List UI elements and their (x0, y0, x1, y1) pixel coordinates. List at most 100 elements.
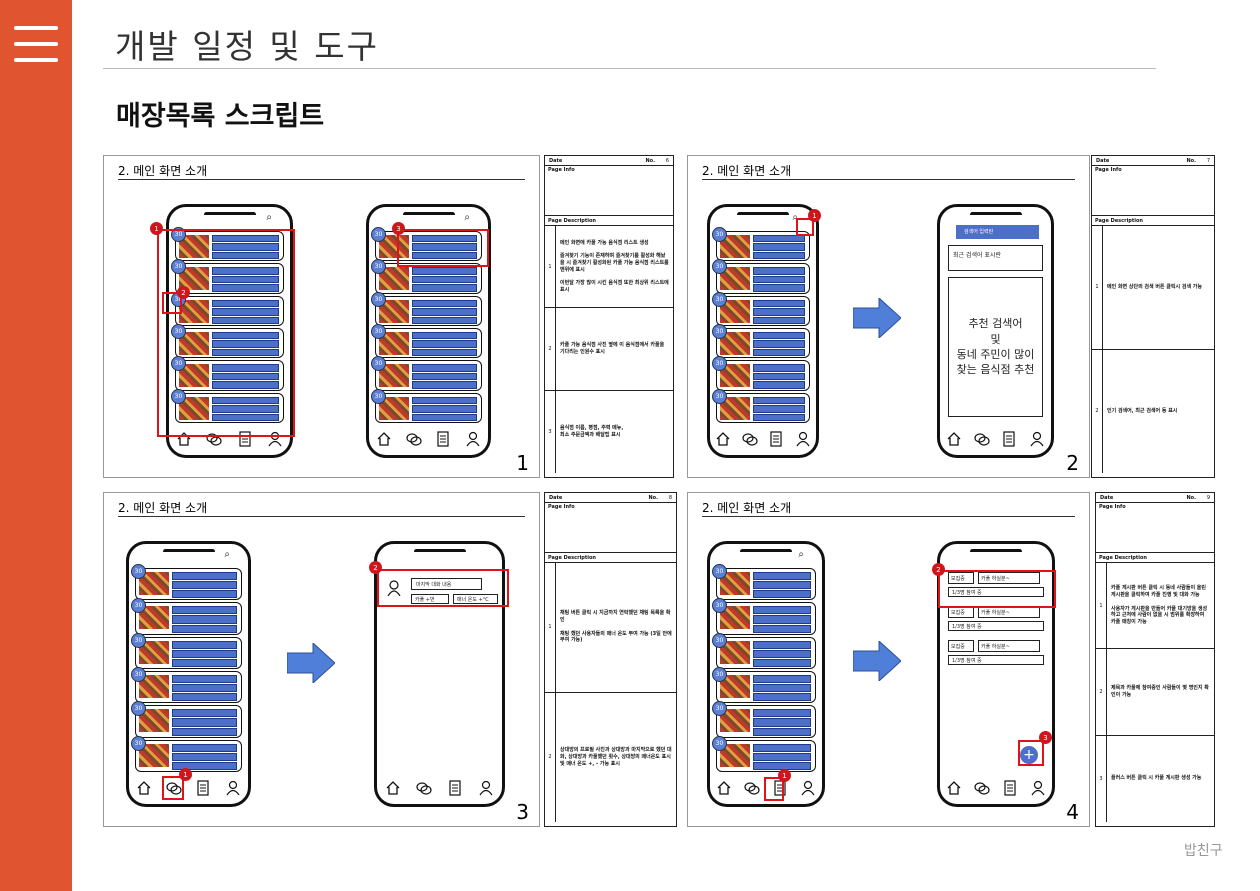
waiting-count-badge: 30 (371, 324, 386, 339)
restaurant-row[interactable]: 30 (131, 701, 242, 738)
highlight-search (796, 218, 814, 236)
manner-temp[interactable]: 매너 온도 +°C (453, 594, 498, 604)
restaurant-row[interactable]: 30 (131, 632, 242, 669)
chat-icon[interactable] (406, 431, 422, 447)
text-placeholder (172, 615, 237, 624)
profile-icon[interactable] (478, 780, 494, 796)
text-placeholder (753, 396, 805, 405)
chat-icon[interactable] (744, 780, 760, 796)
waiting-count-badge: 30 (131, 632, 146, 648)
home-icon[interactable] (136, 780, 152, 796)
restaurant-row[interactable]: 30 (131, 667, 242, 704)
restaurant-row[interactable]: 30 (712, 598, 816, 635)
restaurant-row[interactable]: 30 (712, 324, 810, 359)
board-icon[interactable] (195, 780, 211, 796)
text-placeholder (412, 396, 477, 405)
board-icon[interactable] (768, 431, 784, 447)
text-placeholder (753, 624, 811, 633)
profile-icon (387, 580, 401, 596)
description-number: 1 (545, 226, 556, 308)
text-placeholder (172, 684, 237, 693)
add-board-button[interactable]: + (1020, 746, 1038, 764)
text-placeholder (212, 275, 279, 284)
chat-icon[interactable] (206, 431, 222, 447)
food-image (179, 235, 209, 258)
profile-icon[interactable] (795, 431, 811, 447)
chat-item[interactable]: 마지막 대화 내용 카풀 +번 매너 온도 +°C (383, 572, 498, 606)
restaurant-row[interactable]: 30 (371, 227, 482, 262)
text-placeholder (212, 316, 279, 324)
profile-icon[interactable] (1030, 780, 1046, 796)
restaurant-row[interactable]: 30 (712, 291, 810, 326)
restaurant-row[interactable]: 30 (712, 388, 810, 423)
search-icon[interactable]: ⌕ (798, 549, 804, 560)
restaurant-row[interactable]: 30 (371, 259, 482, 294)
search-icon[interactable]: ⌕ (266, 212, 272, 223)
chat-icon[interactable] (166, 780, 182, 796)
search-icon[interactable]: ⌕ (792, 212, 798, 223)
search-icon[interactable]: ⌕ (464, 212, 470, 223)
restaurant-row[interactable]: 30 (371, 324, 482, 359)
restaurant-row[interactable]: 30 (712, 356, 810, 391)
restaurant-row[interactable]: 30 (712, 259, 810, 294)
restaurant-row[interactable]: 30 (712, 564, 816, 601)
home-icon[interactable] (376, 431, 392, 447)
restaurant-row[interactable]: 30 (712, 701, 816, 738)
hamburger-menu-icon[interactable] (14, 26, 58, 62)
phone-notch (203, 212, 256, 217)
restaurant-row[interactable]: 30 (171, 388, 284, 423)
restaurant-row[interactable]: 30 (131, 735, 242, 772)
text-placeholder (412, 332, 477, 340)
search-icon[interactable]: ⌕ (224, 549, 230, 560)
text-placeholder (212, 267, 279, 275)
participant-count: 1/3명 참여 중 (948, 655, 1044, 665)
chat-icon[interactable] (416, 780, 432, 796)
board-icon[interactable] (1002, 780, 1018, 796)
restaurant-row[interactable]: 30 (712, 227, 810, 262)
search-input[interactable]: 검색어 입력란 (956, 225, 1039, 239)
recommendations: 추천 검색어 및 동네 주민이 많이 찾는 음식점 추천 (948, 277, 1043, 417)
profile-icon[interactable] (465, 431, 481, 447)
home-icon[interactable] (946, 780, 962, 796)
restaurant-row[interactable]: 30 (171, 291, 284, 326)
board-icon[interactable] (447, 780, 463, 796)
restaurant-row[interactable]: 30 (171, 227, 284, 262)
restaurant-row[interactable]: 30 (712, 735, 816, 772)
page-info-label: Page Info (1092, 166, 1214, 216)
chat-icon[interactable] (974, 780, 990, 796)
tab-bar (940, 778, 1052, 798)
restaurant-row[interactable]: 30 (371, 388, 482, 423)
chat-icon[interactable] (742, 431, 758, 447)
restaurant-row[interactable]: 30 (131, 598, 242, 635)
profile-icon[interactable] (800, 780, 816, 796)
profile-icon[interactable] (225, 780, 241, 796)
restaurant-row[interactable]: 30 (171, 324, 284, 359)
food-image (720, 606, 750, 630)
home-icon[interactable] (176, 431, 192, 447)
restaurant-row[interactable]: 30 (171, 356, 284, 391)
text-placeholder (753, 718, 811, 727)
profile-icon[interactable] (1029, 431, 1045, 447)
board-icon[interactable] (435, 431, 451, 447)
description-line (560, 624, 672, 631)
restaurant-row[interactable]: 30 (171, 259, 284, 294)
restaurant-row[interactable]: 30 (712, 667, 816, 704)
text-placeholder (753, 709, 811, 718)
restaurant-row[interactable]: 30 (131, 564, 242, 601)
home-icon[interactable] (946, 431, 962, 447)
restaurant-row[interactable]: 30 (371, 291, 482, 326)
home-icon[interactable] (716, 780, 732, 796)
slide-divider (702, 516, 1075, 517)
restaurant-row[interactable]: 30 (712, 632, 816, 669)
text-placeholder (412, 308, 477, 316)
text-placeholder (212, 381, 279, 389)
board-icon[interactable] (1001, 431, 1017, 447)
restaurant-row[interactable]: 30 (371, 356, 482, 391)
home-icon[interactable] (385, 780, 401, 796)
chat-icon[interactable] (974, 431, 990, 447)
home-icon[interactable] (715, 431, 731, 447)
